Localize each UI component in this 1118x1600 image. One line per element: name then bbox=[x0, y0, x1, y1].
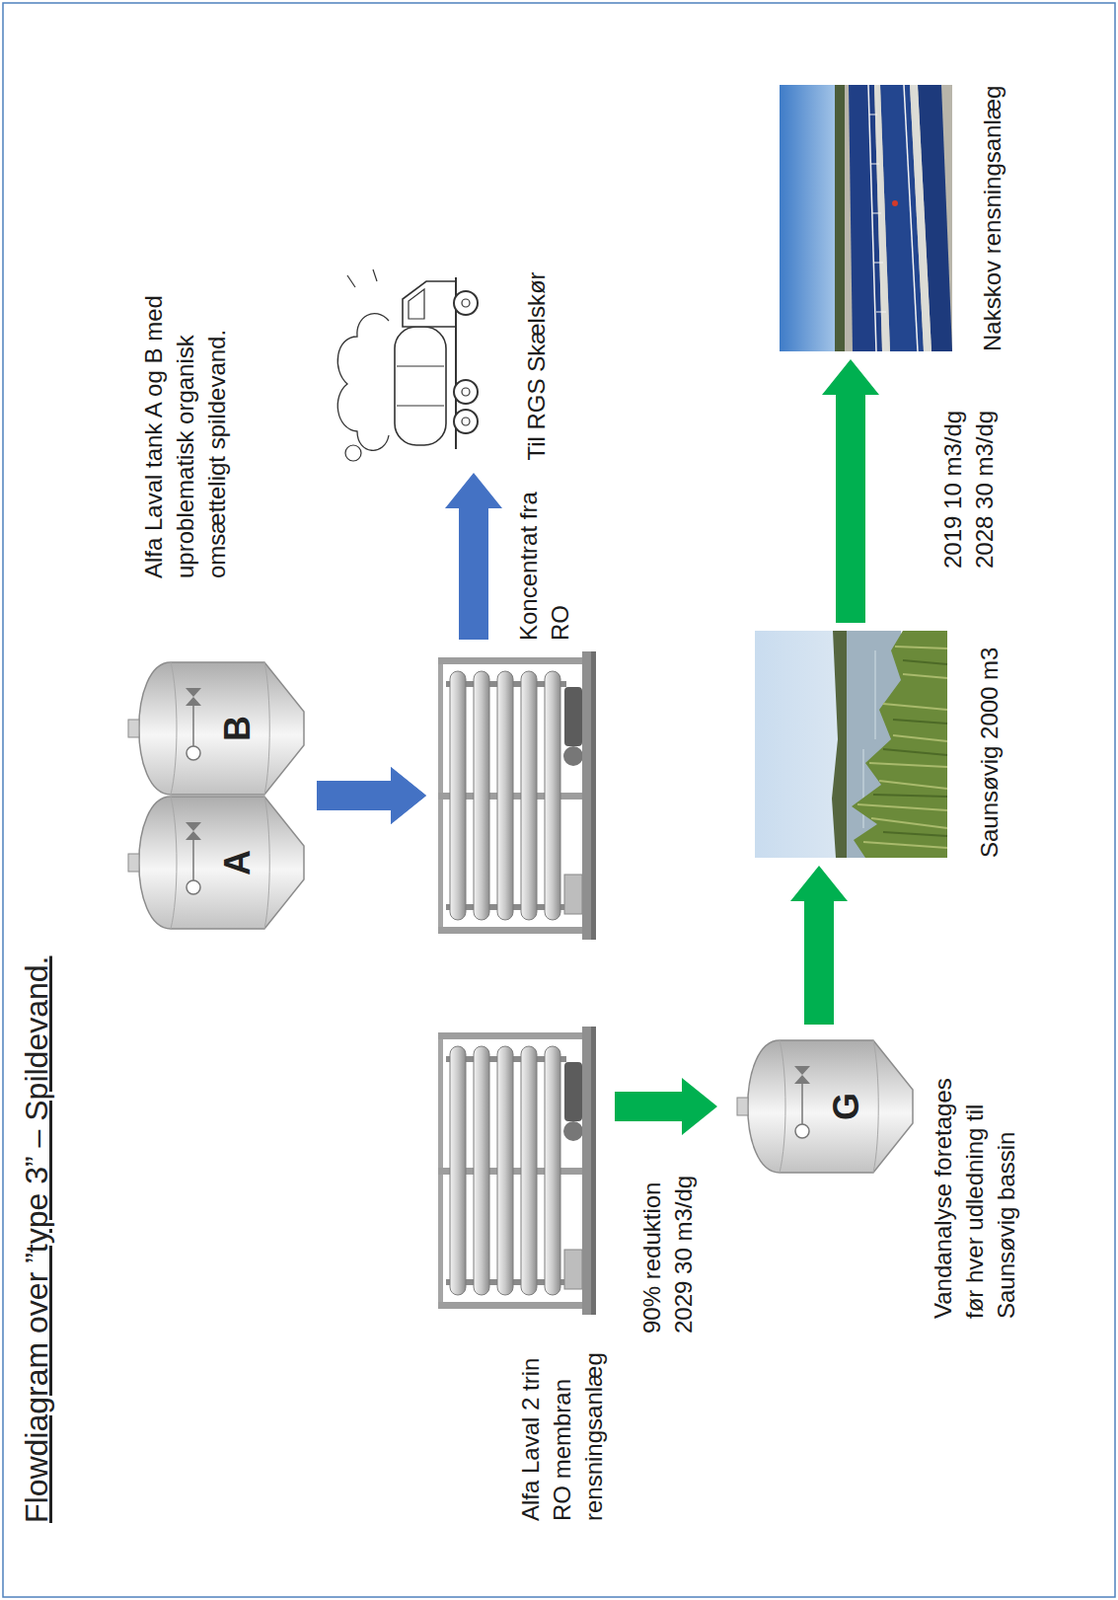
text-holder: B bbox=[116, 654, 309, 803]
pond-basin: Saunsøvig 2000 m3 bbox=[754, 630, 948, 858]
storage-tank: GVandanalyse foretages før hver udlednin… bbox=[725, 1032, 918, 1181]
flow-arrow bbox=[316, 766, 427, 824]
flow-arrow bbox=[790, 865, 848, 1025]
text-holder: A bbox=[116, 788, 309, 937]
text-holder: Saunsøvig 2000 m3 bbox=[973, 610, 1006, 858]
flow-label: Koncentrat fra RO bbox=[513, 472, 577, 641]
tank-letter: B bbox=[220, 715, 256, 742]
flow-arrow bbox=[614, 1077, 718, 1135]
node-caption: Nakskov rensningsanlæg bbox=[976, 55, 1009, 352]
label-holder: Koncentrat fra RO bbox=[513, 472, 577, 641]
node-caption: Til RGS Skælskør bbox=[521, 257, 553, 475]
flow-arrow bbox=[445, 472, 503, 640]
node-caption: Saunsøvig 2000 m3 bbox=[973, 610, 1006, 858]
node-caption: Vandanalyse foretages før hver udledning… bbox=[927, 1059, 1023, 1319]
ro-plant-picture bbox=[438, 1026, 597, 1315]
ro-plant-picture bbox=[438, 651, 597, 940]
flow-arrow bbox=[316, 766, 427, 824]
node-caption: Alfa Laval 2 trin RO membran rensningsan… bbox=[515, 1333, 610, 1521]
text-holder: Til RGS Skælskør bbox=[521, 257, 553, 475]
note-text: Alfa Laval tank A og B med uproblematisk… bbox=[138, 252, 233, 579]
storage-tank: B bbox=[116, 654, 309, 803]
tanker-truck: Til RGS Skælskør bbox=[325, 267, 494, 465]
text-holder: G bbox=[725, 1032, 918, 1181]
tank-icon bbox=[128, 796, 304, 929]
truck-sketch bbox=[337, 269, 478, 461]
text-holder: Nakskov rensningsanlæg bbox=[976, 55, 1009, 352]
label-holder: Alfa Laval tank A og B med uproblematisk… bbox=[138, 252, 233, 579]
flow-label: 2019 10 m3/dg 2028 30 m3/dg bbox=[937, 385, 1001, 569]
tank-letter: G bbox=[828, 1092, 865, 1120]
treatment-plant-photo bbox=[779, 84, 953, 352]
text-holder: Alfa Laval 2 trin RO membran rensningsan… bbox=[515, 1333, 610, 1521]
diagram-title: Flowdiagram over ”type 3” – Spildevand. bbox=[15, 956, 59, 1524]
flow-arrow bbox=[821, 359, 880, 623]
ro-membrane-plant bbox=[434, 647, 607, 944]
tank-icon bbox=[737, 1040, 913, 1173]
label-holder: 90% reduktion 2029 30 m3/dg bbox=[636, 1150, 700, 1334]
tank-letter: A bbox=[220, 849, 256, 876]
pond-photo bbox=[754, 630, 948, 858]
label-holder: 2019 10 m3/dg 2028 30 m3/dg bbox=[937, 385, 1001, 569]
storage-tank: A bbox=[116, 788, 309, 937]
treatment-plant: Nakskov rensningsanlæg bbox=[779, 84, 953, 352]
title-holder: Flowdiagram over ”type 3” – Spildevand. bbox=[15, 956, 59, 1524]
tank-icon bbox=[128, 662, 304, 795]
text-holder: Vandanalyse foretages før hver udledning… bbox=[927, 1059, 1023, 1319]
flow-label: 90% reduktion 2029 30 m3/dg bbox=[636, 1150, 700, 1334]
ro-membrane-plant: Alfa Laval 2 trin RO membran rensningsan… bbox=[434, 1022, 607, 1319]
